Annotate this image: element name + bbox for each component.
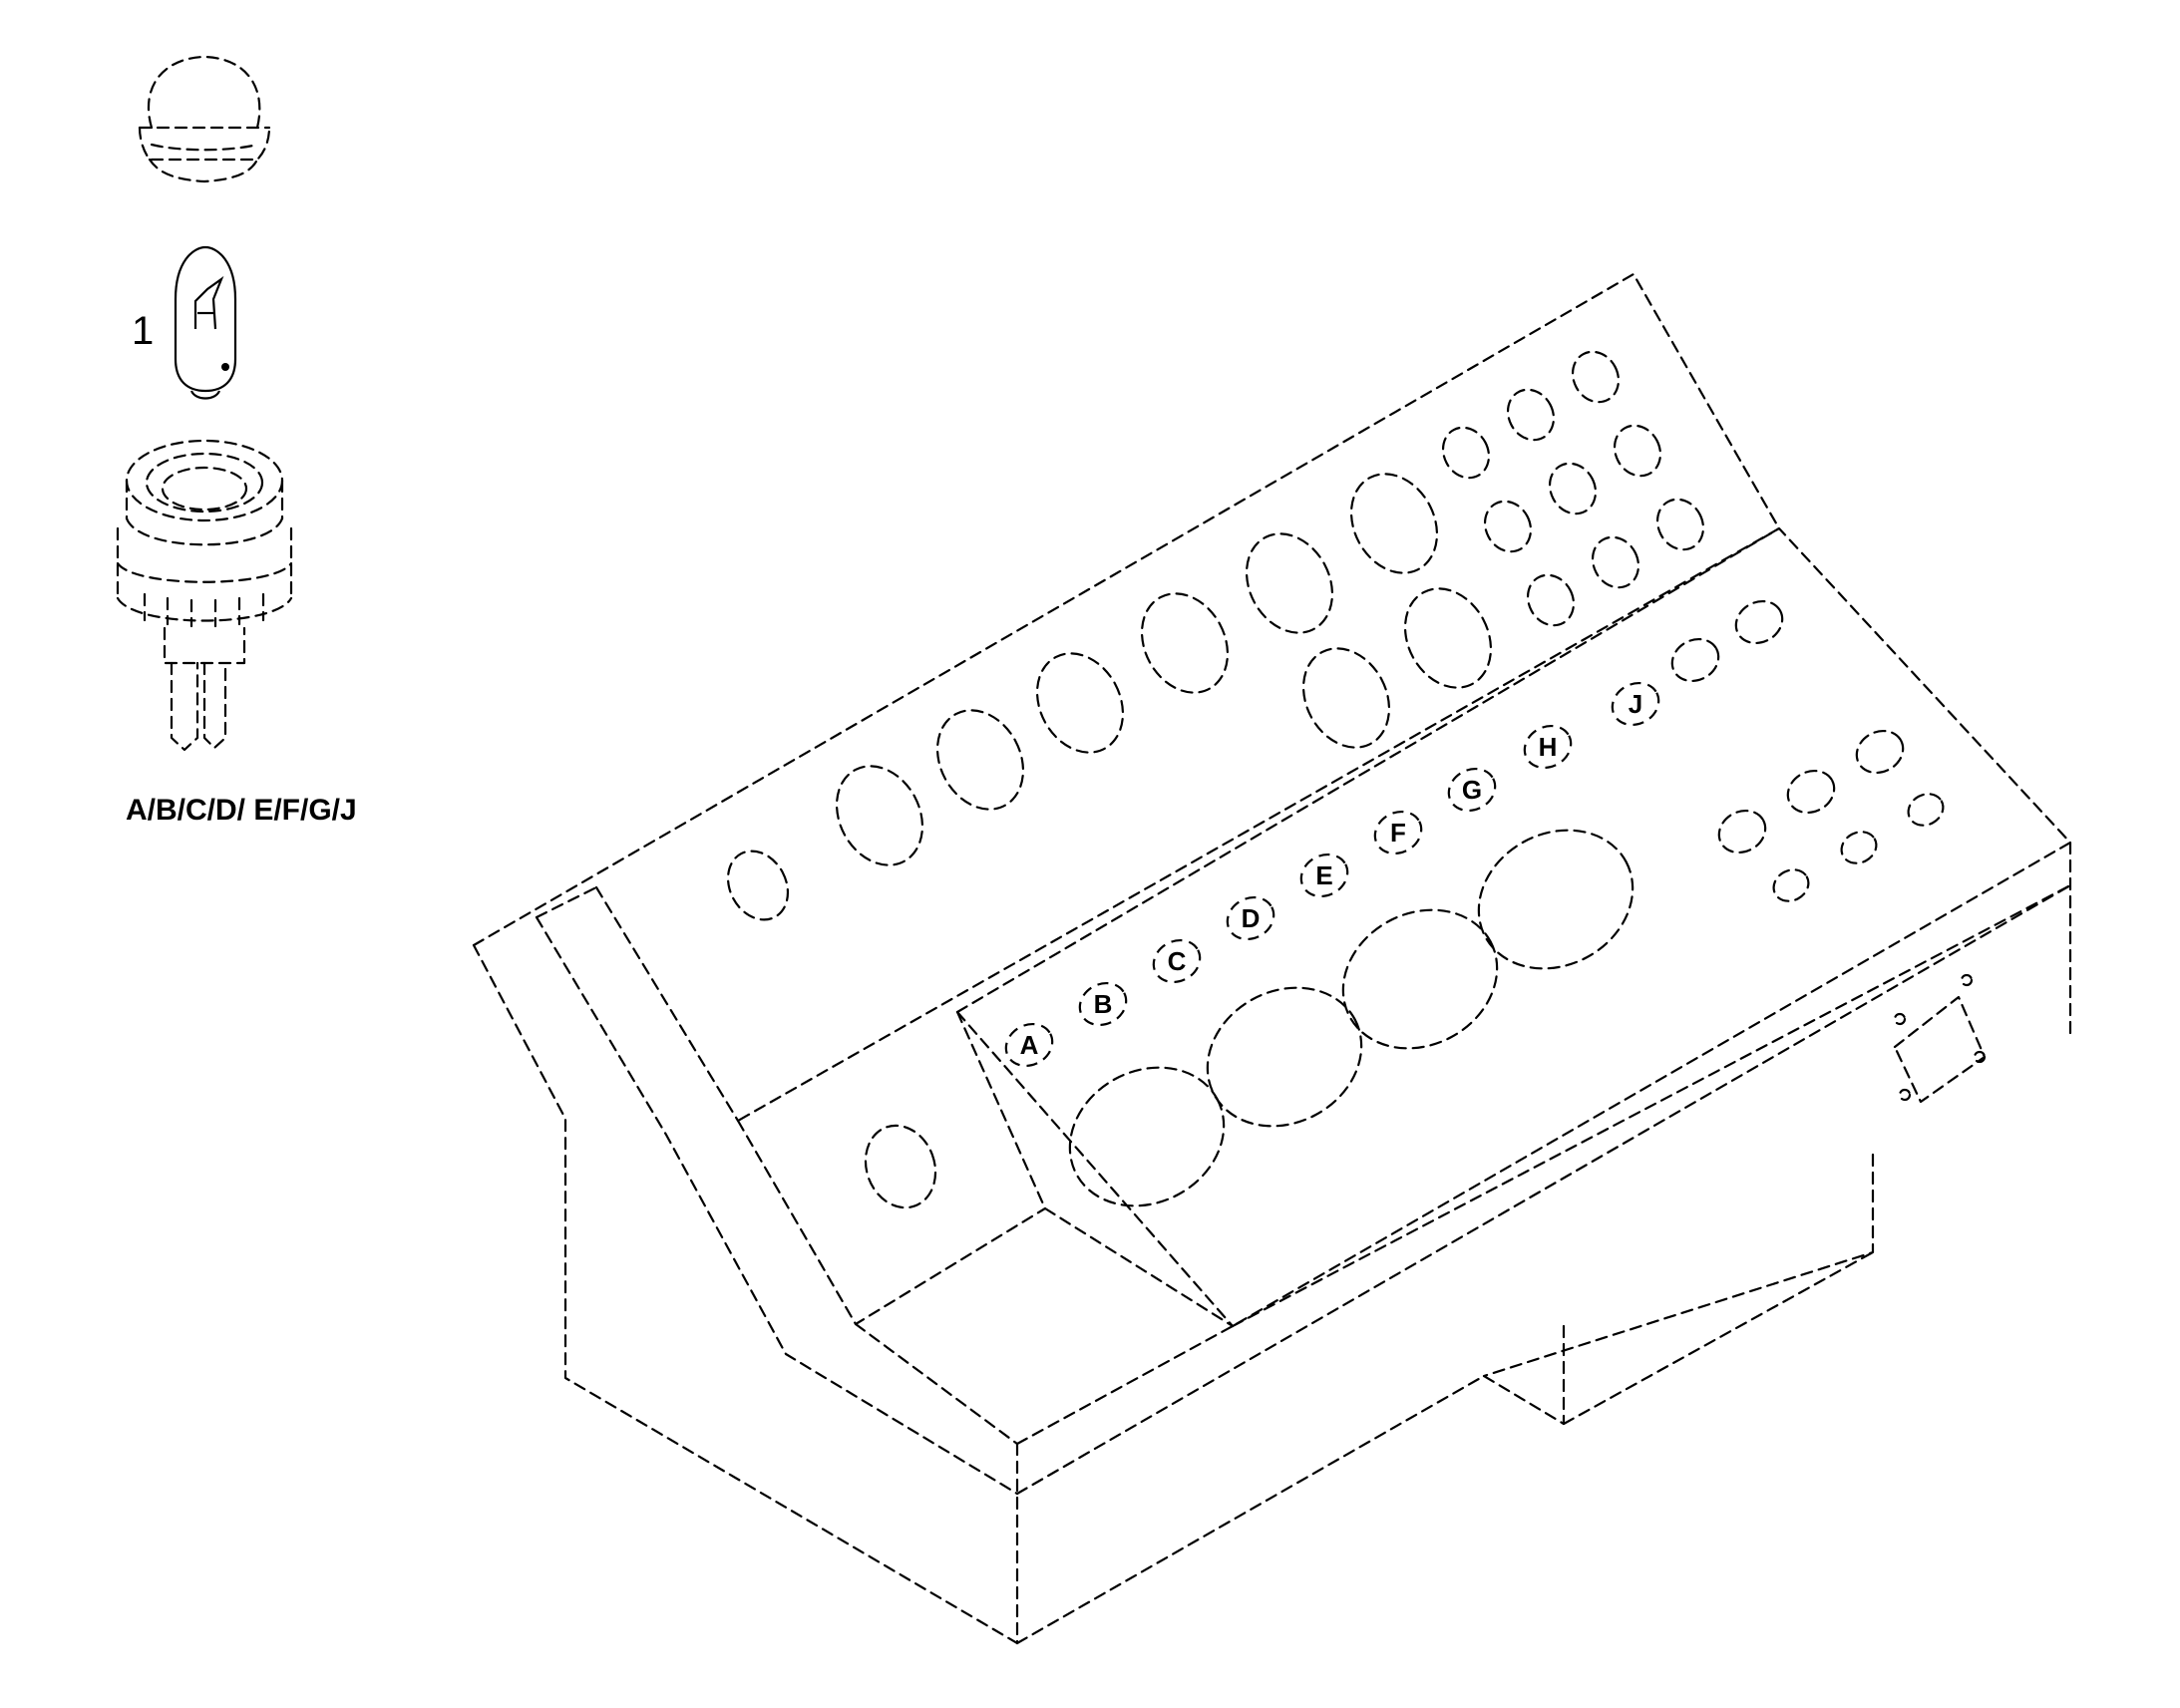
callout-j: J (1611, 681, 1660, 727)
callout-c: C (1152, 938, 1202, 984)
svg-text:B: B (1094, 989, 1113, 1019)
callout-f: F (1373, 810, 1423, 855)
lamp-cap (138, 55, 271, 183)
callout-d: D (1226, 895, 1275, 941)
svg-text:C: C (1168, 946, 1187, 976)
parts-caption: A/B/C/D/ E/F/G/J (126, 794, 357, 827)
callout-b: B (1078, 981, 1128, 1027)
callout-h: H (1523, 724, 1573, 770)
callout-a: A (1004, 1022, 1054, 1068)
svg-text:J: J (1629, 689, 1642, 719)
control-console (472, 272, 2072, 1645)
svg-text:H: H (1539, 732, 1558, 762)
callout-g: G (1447, 767, 1497, 813)
svg-text:E: E (1315, 860, 1332, 890)
svg-text:A: A (1020, 1030, 1039, 1060)
svg-text:D: D (1242, 903, 1261, 933)
callout-e: E (1299, 853, 1349, 898)
bulb-icon: 1 (132, 245, 237, 400)
svg-text:F: F (1390, 818, 1406, 848)
svg-text:G: G (1462, 775, 1482, 805)
part-number-label: 1 (132, 309, 154, 353)
lamp-holder (116, 439, 293, 752)
